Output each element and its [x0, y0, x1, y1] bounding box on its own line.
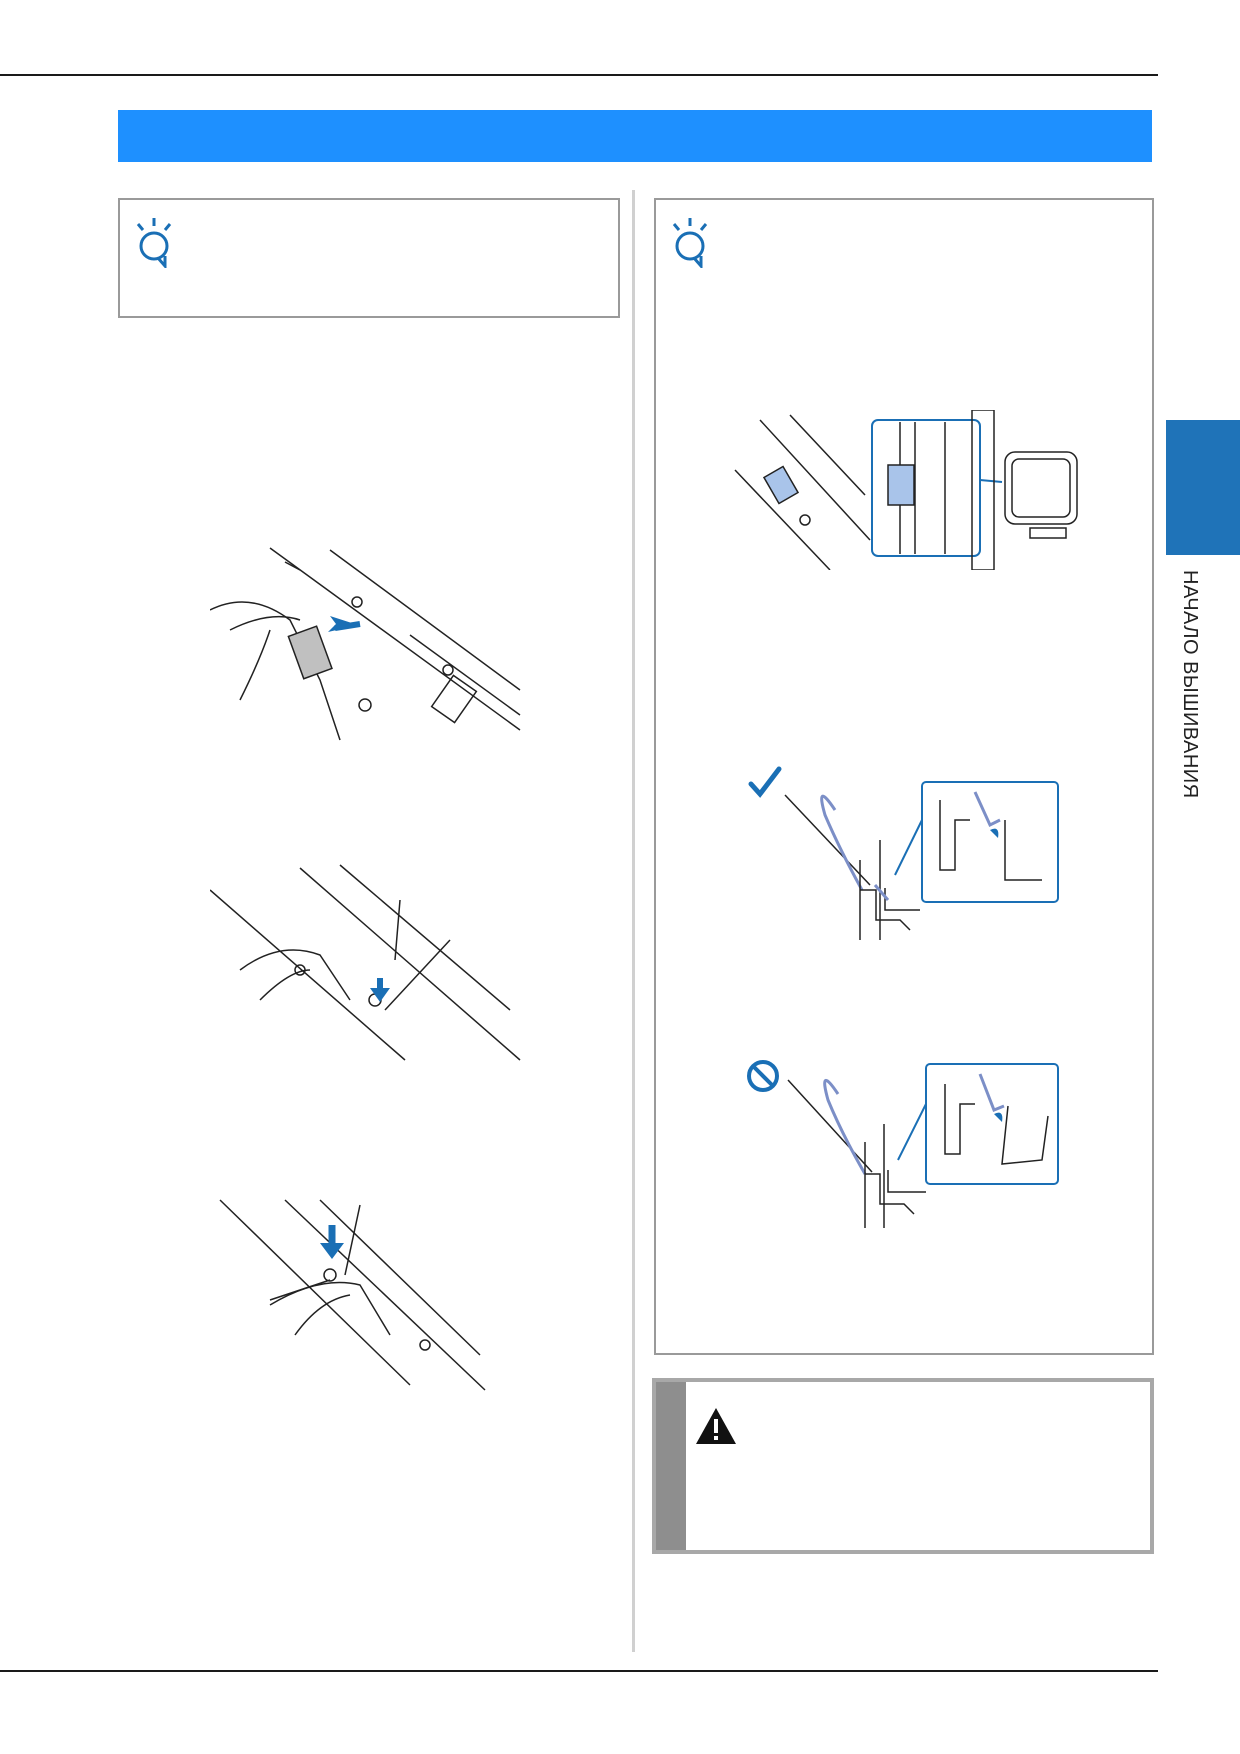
section-banner: [118, 110, 1152, 162]
note-tip-icon: [668, 216, 712, 268]
note-tip-icon: [132, 216, 176, 268]
illustration-press-frame: [210, 1195, 500, 1395]
warning-box: [652, 1378, 1154, 1554]
illustration-release-lever: [210, 540, 530, 750]
bottom-rule: [0, 1670, 1158, 1672]
note-box-left: [118, 198, 620, 318]
top-rule: [0, 74, 1158, 76]
side-tab-label: НАЧАЛО ВЫШИВАНИЯ: [1179, 570, 1201, 799]
check-icon: [748, 766, 782, 798]
illustration-frame-alignment: [720, 410, 1080, 570]
warning-triangle-icon: [694, 1406, 738, 1446]
illustration-attach-frame: [210, 860, 530, 1070]
column-divider: [632, 190, 635, 1652]
side-tab: [1166, 420, 1240, 555]
illustration-correct-position: [780, 780, 1060, 945]
note-box-right: [654, 198, 1154, 1355]
prohibited-icon: [745, 1058, 781, 1094]
illustration-incorrect-position: [780, 1062, 1060, 1232]
warning-side-bar: [656, 1382, 686, 1550]
